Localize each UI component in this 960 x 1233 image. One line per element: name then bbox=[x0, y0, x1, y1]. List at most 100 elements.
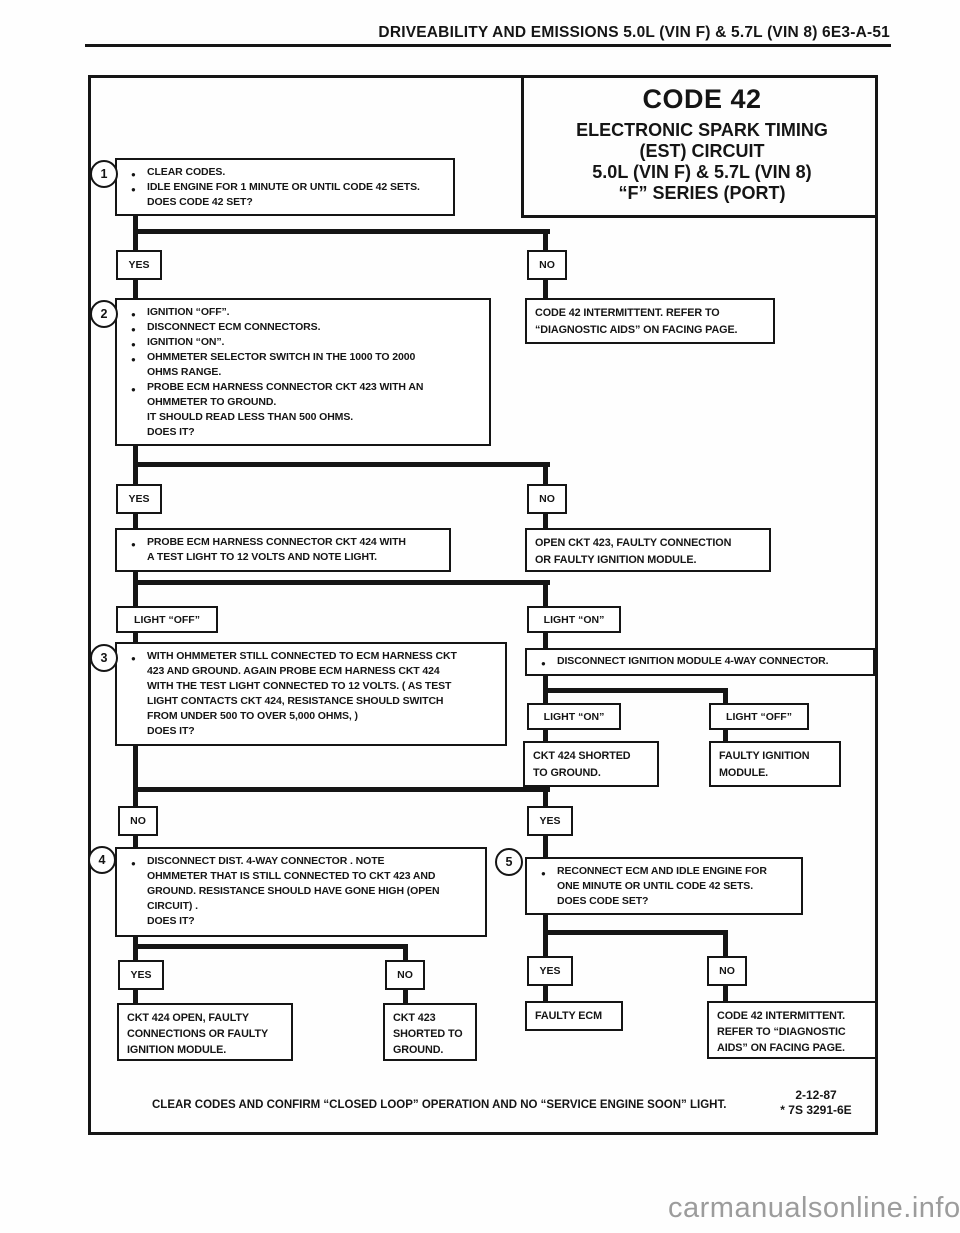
header-rule bbox=[85, 44, 891, 47]
text-line: CKT 424 OPEN, FAULTY bbox=[127, 1012, 249, 1024]
connector-line bbox=[133, 787, 550, 792]
page-header: DRIVEABILITY AND EMISSIONS 5.0L (VIN F) … bbox=[378, 24, 890, 41]
text-line: PROBE ECM HARNESS CONNECTOR CKT 423 WITH… bbox=[131, 380, 483, 397]
text-line: 5.0L (VIN F) & 5.7L (VIN 8) bbox=[592, 162, 812, 182]
label-light-off-2: LIGHT “OFF” bbox=[709, 703, 809, 730]
result-code42-intermittent-top: CODE 42 INTERMITTENT. REFER TO “DIAGNOSTI… bbox=[525, 298, 775, 344]
connector-line bbox=[133, 937, 138, 962]
connector-line bbox=[543, 280, 548, 298]
text-line: “DIAGNOSTIC AIDS” ON FACING PAGE. bbox=[535, 324, 738, 336]
text-line: SHORTED TO bbox=[393, 1028, 463, 1040]
connector-line bbox=[133, 572, 138, 608]
text-line: MODULE. bbox=[719, 767, 769, 779]
footer-revision-block: 2-12-87 * 7S 3291-6E bbox=[760, 1088, 872, 1118]
connector-line bbox=[543, 730, 548, 741]
connector-line bbox=[543, 787, 548, 808]
text-line: PROBE ECM HARNESS CONNECTOR CKT 424 WITH bbox=[131, 535, 443, 552]
text-line: 423 AND GROUND. AGAIN PROBE ECM HARNESS … bbox=[147, 665, 440, 677]
text-line: GROUND. RESISTANCE SHOULD HAVE GONE HIGH… bbox=[147, 885, 440, 897]
connector-line bbox=[543, 915, 548, 958]
connector-line bbox=[723, 986, 728, 1001]
footer-ref: * 7S 3291-6E bbox=[780, 1103, 852, 1117]
step-3-box: WITH OHMMETER STILL CONNECTED TO ECM HAR… bbox=[115, 642, 507, 746]
text-line: IGNITION “ON”. bbox=[131, 335, 483, 352]
text-line: CKT 424 SHORTED bbox=[533, 750, 631, 762]
label-no-3: NO bbox=[118, 806, 158, 836]
text-line: CIRCUIT) . bbox=[147, 900, 198, 912]
connector-line bbox=[543, 514, 548, 528]
text-line: A TEST LIGHT TO 12 VOLTS AND NOTE LIGHT. bbox=[147, 551, 377, 563]
label-yes-1: YES bbox=[116, 250, 162, 280]
connector-line bbox=[133, 944, 408, 949]
footer-note: CLEAR CODES AND CONFIRM “CLOSED LOOP” OP… bbox=[152, 1099, 727, 1111]
text-line: IGNITION MODULE. bbox=[127, 1044, 227, 1056]
footer-date: 2-12-87 bbox=[795, 1088, 837, 1102]
label-yes-2: YES bbox=[116, 484, 162, 514]
connector-line bbox=[133, 462, 550, 467]
connector-line bbox=[543, 836, 548, 857]
text-line: ONE MINUTE OR UNTIL CODE 42 SETS. bbox=[557, 880, 754, 892]
title-divider-vertical bbox=[521, 75, 524, 218]
connector-line bbox=[723, 730, 728, 741]
connector-line bbox=[403, 944, 408, 962]
flowchart-border bbox=[88, 75, 878, 1135]
connector-line bbox=[543, 930, 728, 935]
label-light-on-2: LIGHT “ON” bbox=[527, 703, 621, 730]
text-line: TO GROUND. bbox=[533, 767, 601, 779]
text-line: OHMS RANGE. bbox=[147, 366, 222, 378]
result-ckt424-shorted: CKT 424 SHORTED TO GROUND. bbox=[523, 741, 659, 787]
connector-line bbox=[543, 462, 548, 486]
result-code42-intermittent-bottom: CODE 42 INTERMITTENT. REFER TO “DIAGNOSTI… bbox=[707, 1001, 877, 1059]
text-line: DISCONNECT ECM CONNECTORS. bbox=[131, 320, 483, 337]
text-line: OHMMETER THAT IS STILL CONNECTED TO CKT … bbox=[147, 870, 436, 882]
connector-line bbox=[543, 633, 548, 648]
label-no-4: NO bbox=[385, 960, 425, 990]
connector-line bbox=[403, 990, 408, 1003]
text-line: IT SHOULD READ LESS THAN 500 OHMS. bbox=[147, 411, 354, 423]
code-title: CODE 42 bbox=[642, 84, 762, 114]
title-block: CODE 42 ELECTRONIC SPARK TIMING(EST) CIR… bbox=[528, 84, 876, 204]
connector-line bbox=[723, 930, 728, 958]
text-line: LIGHT CONTACTS CKT 424, RESISTANCE SHOUL… bbox=[147, 695, 444, 707]
text-line: WITH THE TEST LIGHT CONNECTED TO 12 VOLT… bbox=[147, 680, 452, 692]
connector-line bbox=[543, 986, 548, 1001]
text-line: FAULTY IGNITION bbox=[719, 750, 810, 762]
text-line: ELECTRONIC SPARK TIMING bbox=[576, 120, 828, 140]
step-4-box: DISCONNECT DIST. 4-WAY CONNECTOR . NOTEO… bbox=[115, 847, 487, 937]
text-line: OPEN CKT 423, FAULTY CONNECTION bbox=[535, 537, 732, 549]
connector-line bbox=[543, 229, 548, 253]
text-line: OHMMETER TO GROUND. bbox=[147, 396, 277, 408]
text-line: FROM UNDER 500 TO OVER 5,000 OHMS, ) bbox=[147, 710, 358, 722]
text-line: DOES IT? bbox=[147, 725, 195, 737]
watermark: carmanualsonline.info bbox=[668, 1192, 960, 1224]
connector-line bbox=[133, 990, 138, 1003]
text-line: WITH OHMMETER STILL CONNECTED TO ECM HAR… bbox=[131, 649, 499, 666]
connector-line bbox=[723, 688, 728, 705]
text-line: FAULTY ECM bbox=[535, 1010, 602, 1022]
connector-line bbox=[133, 280, 138, 298]
text-line: REFER TO “DIAGNOSTIC bbox=[717, 1026, 846, 1038]
text-line: DOES IT? bbox=[147, 426, 195, 438]
text-line: OHMMETER SELECTOR SWITCH IN THE 1000 TO … bbox=[131, 350, 483, 367]
text-line: CONNECTIONS OR FAULTY bbox=[127, 1028, 269, 1040]
disconnect-module-box: DISCONNECT IGNITION MODULE 4-WAY CONNECT… bbox=[525, 648, 875, 676]
connector-line bbox=[543, 580, 548, 608]
step-4-number-badge: 4 bbox=[88, 846, 116, 874]
text-line: CLEAR CODES. bbox=[131, 165, 447, 182]
result-ckt424-open: CKT 424 OPEN, FAULTY CONNECTIONS OR FAULT… bbox=[117, 1003, 293, 1061]
text-line: CODE 42 INTERMITTENT. REFER TO bbox=[535, 307, 720, 319]
text-line: DOES CODE SET? bbox=[557, 895, 649, 907]
connector-line bbox=[133, 836, 138, 847]
probe-ckt424-box: PROBE ECM HARNESS CONNECTOR CKT 424 WITH… bbox=[115, 528, 451, 572]
label-yes-4: YES bbox=[118, 960, 164, 990]
connector-line bbox=[133, 580, 550, 585]
label-light-off-1: LIGHT “OFF” bbox=[116, 606, 218, 633]
label-no-2: NO bbox=[527, 484, 567, 514]
connector-line bbox=[133, 746, 138, 808]
text-line: CODE 42 INTERMITTENT. bbox=[717, 1010, 846, 1022]
text-line: CKT 423 bbox=[393, 1012, 436, 1024]
connector-line bbox=[133, 229, 550, 234]
step-1-box: CLEAR CODES.IDLE ENGINE FOR 1 MINUTE OR … bbox=[115, 158, 455, 216]
